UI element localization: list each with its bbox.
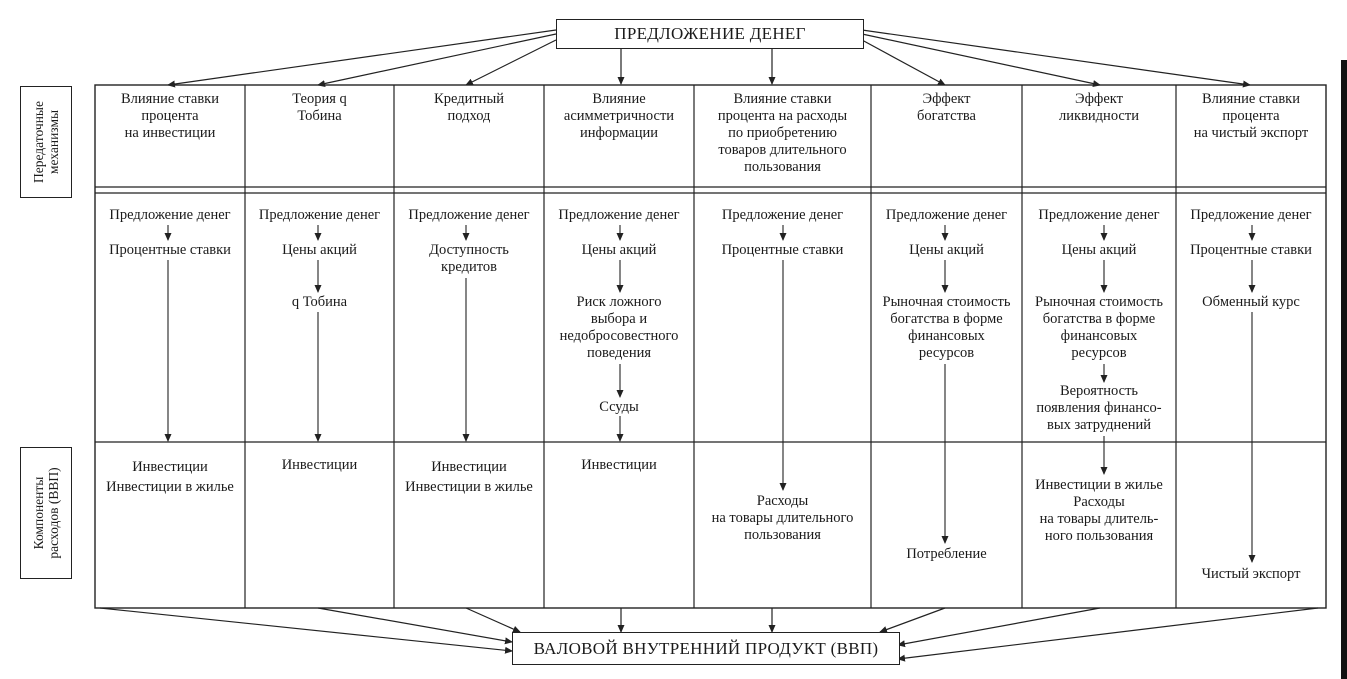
col-7-step-1: Предложение денег <box>1038 207 1160 223</box>
components-label: Компоненты расходов (ВВП) <box>31 467 61 559</box>
col-4-header: Влияние асимметричности информации <box>563 91 675 141</box>
col-5-header: Влияние ставки процента на расходы по пр… <box>717 91 848 175</box>
col-8-header: Влияние ставки процента на чистый экспор… <box>1193 91 1309 141</box>
scan-edge <box>1341 60 1347 679</box>
col-4-step-3: Риск ложного выбора и недобросовестного … <box>559 294 679 361</box>
money-supply-box: ПРЕДЛОЖЕНИЕ ДЕНЕГ <box>556 19 864 49</box>
col-5-components: Расходы на товары длительного пользовани… <box>711 493 854 543</box>
col-2-header: Теория q Тобина <box>292 91 347 124</box>
col-2-step-3: q Тобина <box>291 294 348 310</box>
col-4-components: Инвестиции <box>581 457 657 473</box>
col-1-header: Влияние ставки процента на инвестиции <box>121 91 219 141</box>
col-6-step-2: Цены акций <box>909 242 984 258</box>
col-3-header: Кредитный подход <box>434 91 504 124</box>
col-4-step-4: Ссуды <box>599 399 639 415</box>
col-7-step-3: Рыночная стоимость богатства в форме фин… <box>1035 294 1163 361</box>
col-7-components: Инвестиции в жилье Расходы на товары дли… <box>1035 477 1163 544</box>
col-3-step-2: Доступность кредитов <box>429 242 509 275</box>
gdp-title: ВАЛОВОЙ ВНУТРЕННИЙ ПРОДУКТ (ВВП) <box>533 638 879 658</box>
col-7-step-2: Цены акций <box>1061 242 1137 258</box>
col-2-step-1: Предложение денег <box>258 207 381 223</box>
col-4-step-1: Предложение денег <box>558 207 680 223</box>
col-7-header: Эффект ликвидности <box>1059 91 1139 124</box>
money-supply-title: ПРЕДЛОЖЕНИЕ ДЕНЕГ <box>614 24 806 43</box>
col-3-step-1: Предложение денег <box>408 207 530 223</box>
side-label-components: Компоненты расходов (ВВП) <box>20 447 72 579</box>
mechanisms-label: Передаточные механизмы <box>31 101 61 184</box>
col-2-step-2: Цены акций <box>282 242 357 258</box>
col-6-step-1: Предложение денег <box>885 207 1008 223</box>
col-7-step-4: Вероятность появления финансо- вых затру… <box>1036 383 1162 433</box>
col-8-step-3: Обменный курс <box>1202 294 1300 310</box>
col-3-components: Инвестиции Инвестиции в жилье <box>405 459 533 495</box>
col-5-step-1: Предложение денег <box>721 207 844 223</box>
col-5-step-2: Процентные ставки <box>721 242 844 258</box>
col-1-step-1: Предложение денег <box>109 207 231 223</box>
col-8-step-1: Предложение денег <box>1190 207 1312 223</box>
side-label-mechanisms: Передаточные механизмы <box>20 86 72 198</box>
col-4-step-2: Цены акций <box>581 242 657 258</box>
col-1-step-2: Процентные ставки <box>109 242 231 258</box>
col-8-step-2: Процентные ставки <box>1190 242 1312 258</box>
col-6-step-3: Рыночная стоимость богатства в форме фин… <box>882 294 1011 361</box>
gdp-box: ВАЛОВОЙ ВНУТРЕННИЙ ПРОДУКТ (ВВП) <box>512 632 900 665</box>
col-2-components: Инвестиции <box>281 457 358 473</box>
col-1-components: Инвестиции Инвестиции в жилье <box>106 459 234 495</box>
col-6-header: Эффект богатства <box>916 91 976 124</box>
col-6-components: Потребление <box>906 546 987 562</box>
col-8-components: Чистый экспорт <box>1201 566 1301 582</box>
